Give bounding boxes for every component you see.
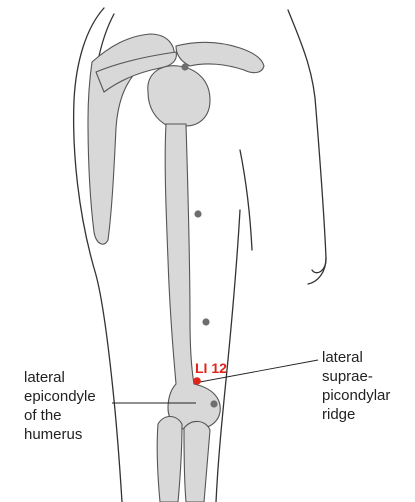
label-line: suprae- <box>322 368 373 385</box>
point-marker <box>210 400 218 408</box>
label-line: of the <box>24 407 62 424</box>
humerus <box>164 123 221 431</box>
humerus-head <box>147 65 211 127</box>
label-line: humerus <box>24 426 82 443</box>
body-outline <box>72 7 327 502</box>
label-lateral-epicondyle: lateral epicondyle of the humerus <box>24 369 100 443</box>
chest-contour <box>287 9 327 274</box>
label-line: lateral <box>24 369 65 386</box>
point-marker <box>194 210 202 218</box>
label-line: picondylar <box>322 387 390 404</box>
label-lateral-supraepicondylar-ridge: lateral suprae- picondylar ridge <box>322 349 395 423</box>
reference-points <box>181 63 218 408</box>
armpit-contour <box>307 257 327 285</box>
point-marker <box>181 63 189 71</box>
label-line: lateral <box>322 349 363 366</box>
point-marker <box>202 318 210 326</box>
clavicle <box>175 41 265 74</box>
scapula-spine <box>95 51 177 93</box>
back-contour <box>72 7 123 502</box>
label-line: epicondyle <box>24 388 96 405</box>
label-line: ridge <box>322 406 355 423</box>
leader-line-right <box>199 359 319 383</box>
radius <box>156 415 183 502</box>
acupoint-li12-label: LI 12 <box>195 360 227 376</box>
ulna <box>183 420 211 502</box>
arm-front-contour <box>215 209 241 502</box>
chest-inner-contour <box>239 149 253 251</box>
acupoint-li12-marker <box>193 377 201 385</box>
